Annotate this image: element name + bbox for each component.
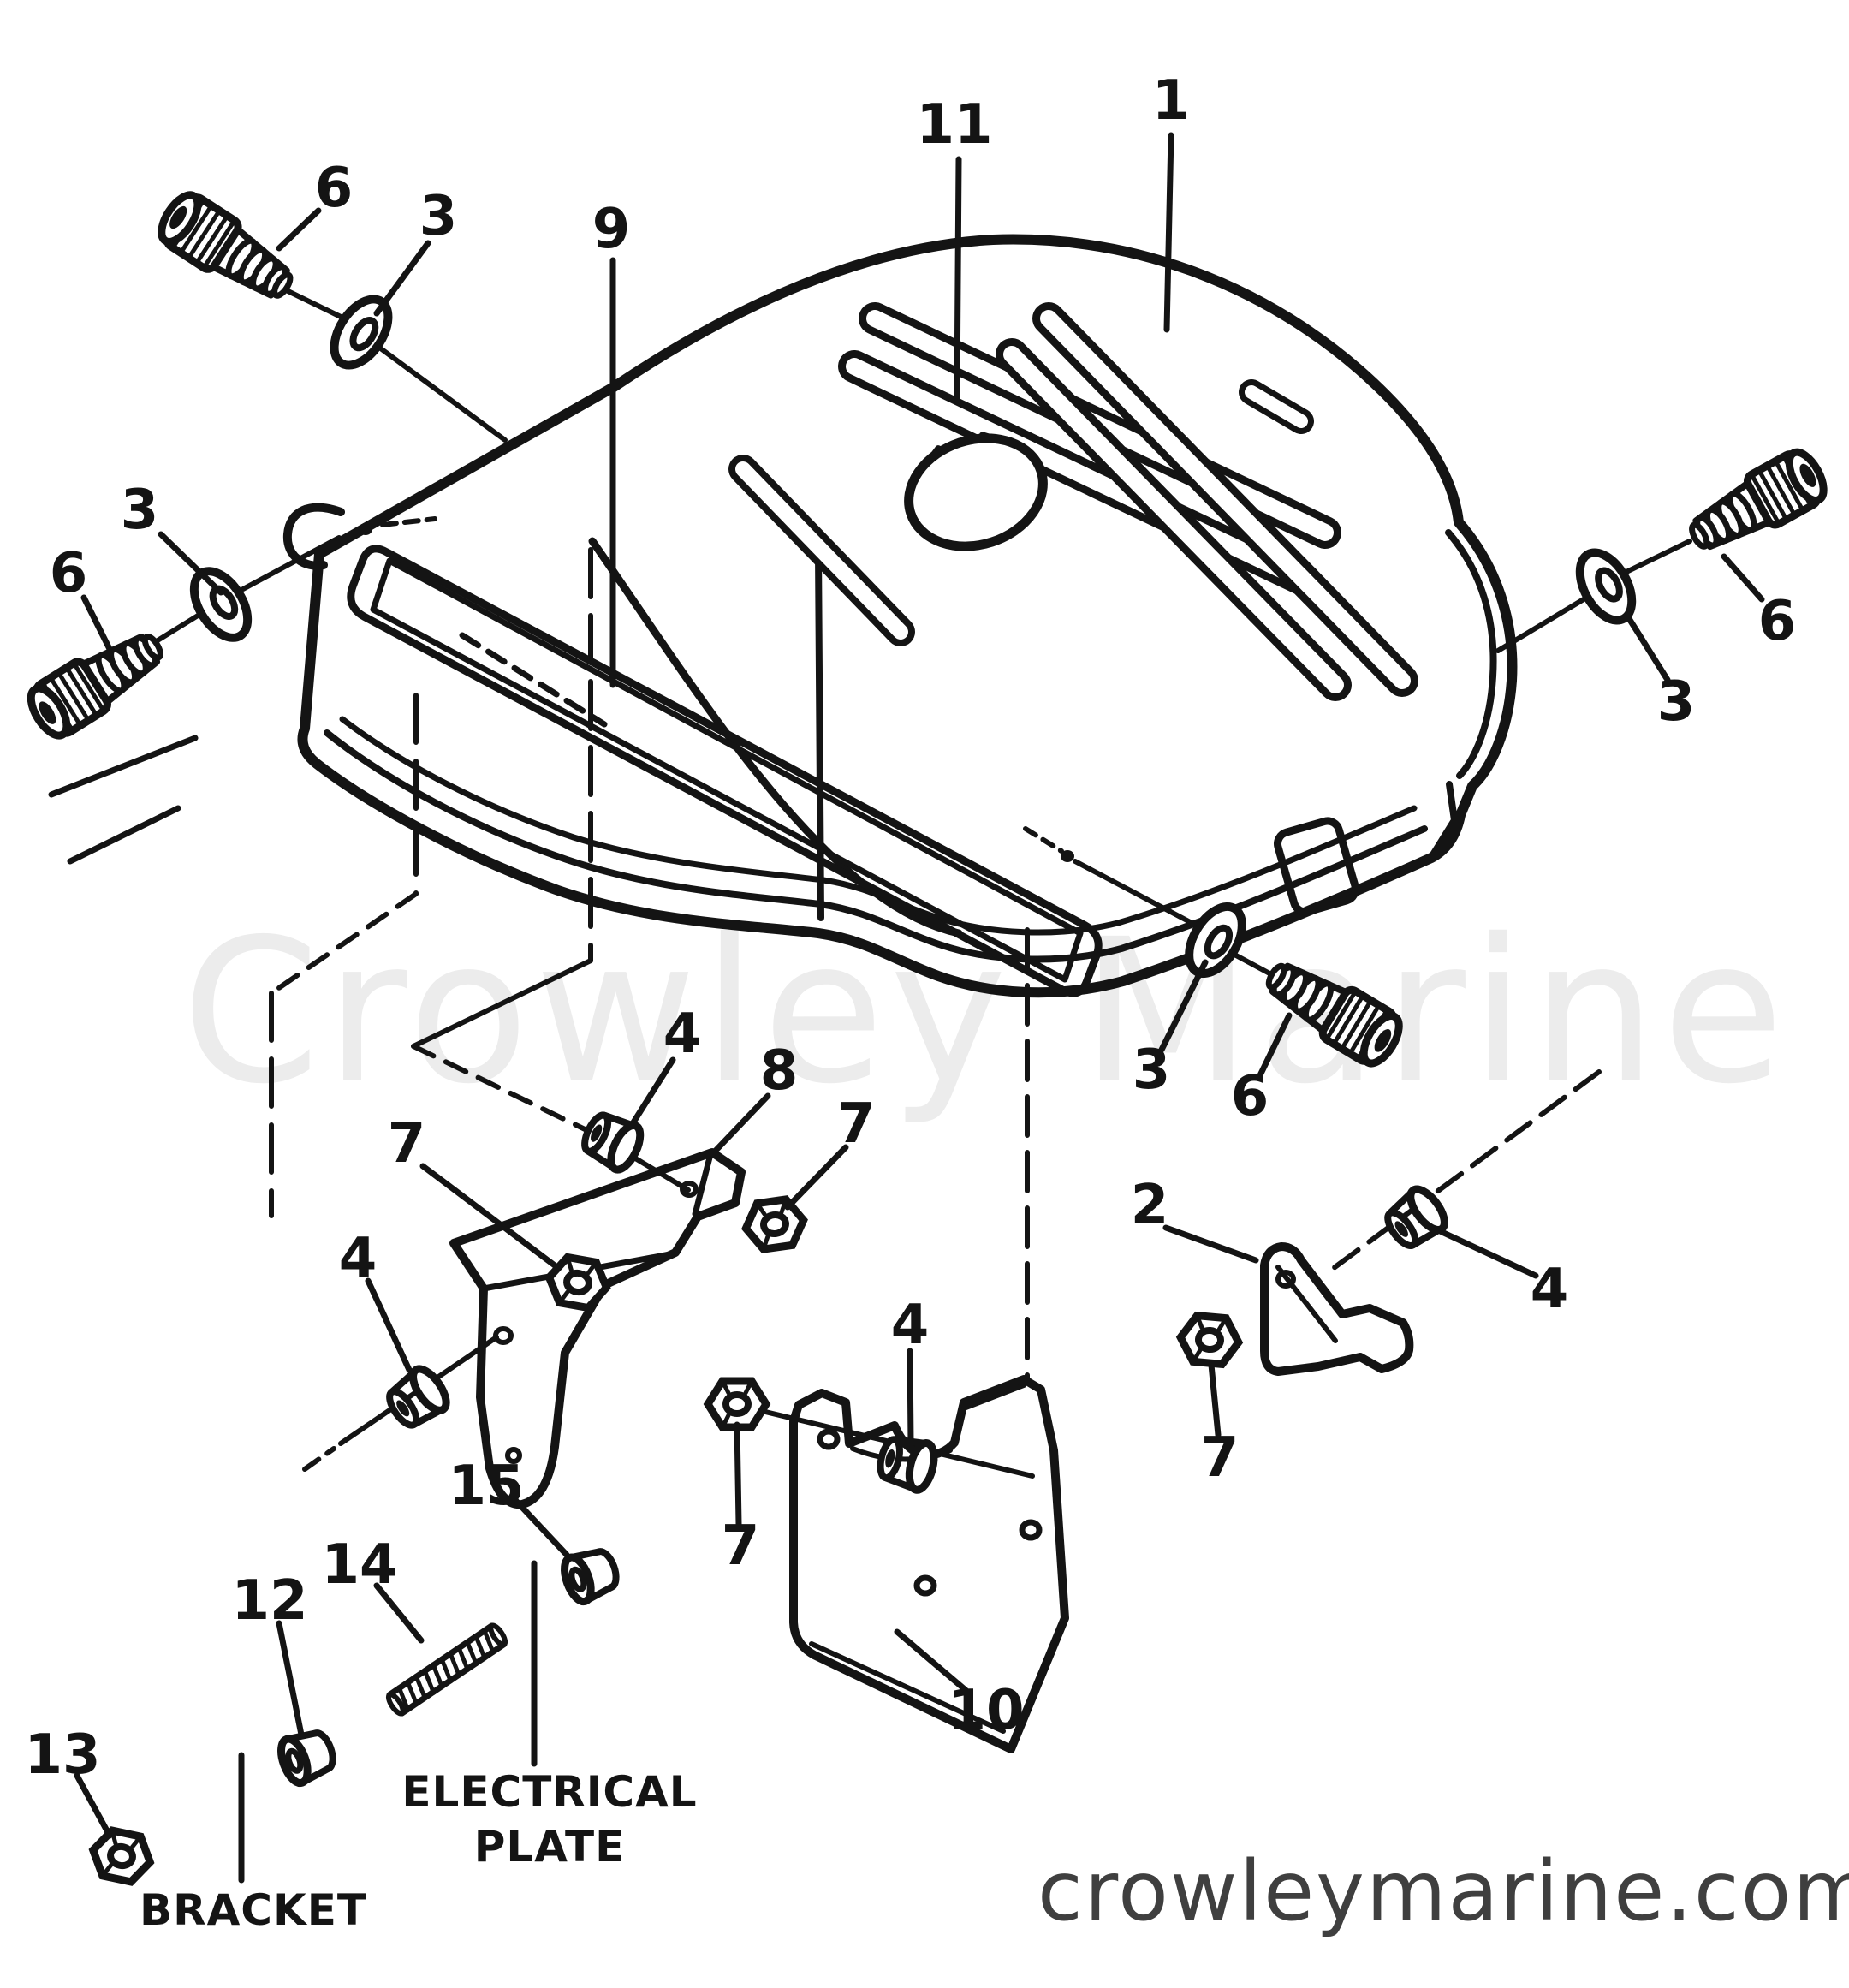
callout-number-6: 6 bbox=[1758, 590, 1797, 653]
engine-cover-cowl-drawing bbox=[282, 234, 1518, 998]
callout-number-7: 7 bbox=[722, 1515, 760, 1578]
leader-line bbox=[1163, 132, 1174, 333]
projection-lines bbox=[48, 547, 1602, 1383]
callout-number-8: 8 bbox=[760, 1039, 799, 1103]
support-bracket-8 bbox=[449, 1148, 746, 1509]
nut-7-right-of-bracket8 bbox=[743, 1198, 807, 1252]
leader-line bbox=[1433, 1226, 1539, 1279]
callout-number-9: 9 bbox=[592, 198, 631, 261]
washer-3-left bbox=[183, 562, 259, 646]
callout-number-4: 4 bbox=[891, 1294, 930, 1357]
callout-number-4: 4 bbox=[663, 1003, 702, 1066]
leader-line bbox=[373, 240, 431, 317]
leader-line bbox=[1158, 959, 1209, 1053]
stud-14 bbox=[385, 1622, 508, 1716]
callout-number-7: 7 bbox=[388, 1112, 426, 1176]
callout-number-3: 3 bbox=[1133, 1039, 1171, 1102]
bolt-6-left bbox=[23, 621, 172, 743]
part-label-plate: PLATE bbox=[474, 1822, 626, 1872]
callout-number-3: 3 bbox=[1657, 670, 1696, 734]
nut-7-bracket10 bbox=[708, 1381, 766, 1427]
leader-line bbox=[1626, 616, 1671, 683]
leader-line bbox=[1208, 1361, 1222, 1438]
part-label-bracket: BRACKET bbox=[140, 1885, 367, 1935]
leader-line bbox=[419, 1163, 558, 1269]
leader-line bbox=[628, 1056, 676, 1128]
leader-line bbox=[373, 1582, 425, 1644]
callout-number-6: 6 bbox=[1231, 1065, 1269, 1128]
leader-line bbox=[74, 1772, 113, 1839]
bolt-6-right bbox=[1681, 445, 1831, 562]
leader-line bbox=[80, 594, 113, 652]
callout-number-7: 7 bbox=[1201, 1426, 1240, 1490]
cowl-circle-hole bbox=[904, 432, 1048, 551]
part-label-electrical: ELECTRICAL bbox=[401, 1767, 697, 1817]
leader-line bbox=[1162, 1224, 1259, 1264]
callout-number-13: 13 bbox=[24, 1723, 100, 1787]
washer-3-right bbox=[1569, 544, 1642, 628]
clip-bracket-2 bbox=[1260, 1242, 1414, 1376]
nut-13 bbox=[88, 1828, 155, 1885]
leader-line bbox=[276, 207, 322, 252]
grommet-4-bracket10 bbox=[876, 1433, 938, 1492]
callout-number-2: 2 bbox=[1131, 1174, 1169, 1237]
leader-line bbox=[709, 1092, 771, 1158]
callout-number-1: 1 bbox=[1152, 69, 1191, 133]
nut-7-bracket2 bbox=[1179, 1314, 1240, 1366]
leader-line bbox=[1721, 553, 1765, 603]
callout-number-4: 4 bbox=[1531, 1258, 1569, 1321]
leader-line bbox=[276, 1620, 305, 1738]
leader-line bbox=[158, 531, 224, 596]
callout-number-3: 3 bbox=[121, 479, 159, 542]
callout-number-7: 7 bbox=[837, 1092, 876, 1156]
callout-number-6: 6 bbox=[50, 542, 88, 605]
vent-slots bbox=[728, 302, 1418, 701]
callout-number-10: 10 bbox=[948, 1679, 1024, 1742]
callout-number-15: 15 bbox=[448, 1455, 524, 1518]
leader-line bbox=[894, 1628, 969, 1693]
leader-line bbox=[1257, 1012, 1293, 1079]
callout-number-12: 12 bbox=[231, 1569, 307, 1633]
callout-number-14: 14 bbox=[321, 1533, 397, 1597]
callout-number-6: 6 bbox=[315, 157, 354, 220]
callout-number-3: 3 bbox=[419, 185, 458, 248]
latch-recess bbox=[1274, 817, 1359, 916]
callout-number-11: 11 bbox=[916, 93, 992, 157]
site-watermark-text: crowleymarine.com bbox=[1037, 1843, 1849, 1939]
leader-line bbox=[954, 156, 962, 402]
callout-number-4: 4 bbox=[339, 1227, 378, 1290]
leader-line bbox=[510, 1495, 570, 1558]
leader-line bbox=[734, 1421, 742, 1527]
grommet-4-bracket2 bbox=[1380, 1184, 1450, 1253]
leader-line bbox=[784, 1144, 849, 1211]
leader-line bbox=[365, 1277, 413, 1373]
spacer-12 bbox=[276, 1726, 338, 1787]
leader-line bbox=[907, 1348, 914, 1447]
